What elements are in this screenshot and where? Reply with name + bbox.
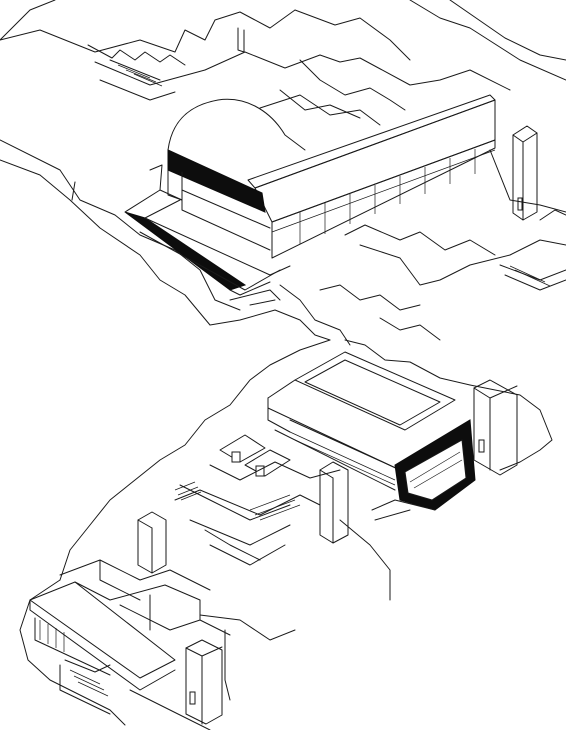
upper-terrace-building xyxy=(124,94,496,296)
upper-terrain xyxy=(0,0,566,326)
lower-tower xyxy=(185,639,223,725)
middle-small-tower xyxy=(319,461,349,544)
lower-terrain xyxy=(19,579,296,730)
middle-right-tower xyxy=(473,379,518,476)
lower-left-building xyxy=(29,511,231,715)
middle-terrain xyxy=(59,339,553,601)
upper-right-terrain xyxy=(279,149,566,346)
middle-building xyxy=(174,351,476,566)
connecting-cliff xyxy=(209,299,331,341)
upper-dome xyxy=(167,98,306,151)
upper-right-tower xyxy=(512,125,538,221)
